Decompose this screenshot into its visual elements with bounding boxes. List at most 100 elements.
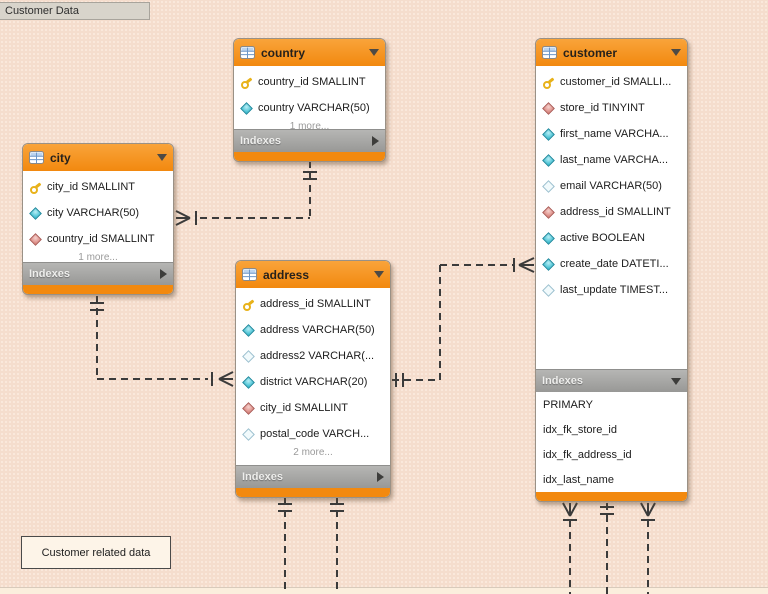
column-label: customer_id SMALLI... (560, 76, 672, 88)
column-row[interactable]: district VARCHAR(20) (236, 369, 390, 395)
primary-key-icon (542, 76, 554, 89)
column-label: city VARCHAR(50) (47, 207, 140, 219)
relationship-address-city[interactable] (90, 296, 234, 387)
foreign-key-icon (542, 102, 554, 114)
note-label: Customer related data (41, 546, 151, 559)
indexes-bar[interactable]: Indexes (536, 369, 687, 392)
table-city[interactable]: city city_id SMALLINT city VARCHAR(50) cou… (22, 143, 174, 295)
column-row[interactable]: address2 VARCHAR(... (236, 343, 390, 369)
nullable-icon (542, 180, 554, 192)
table-customer[interactable]: customer customer_id SMALLI... store_id T… (535, 38, 688, 502)
relationship-customer-address[interactable] (392, 257, 535, 387)
indexes-bar[interactable]: Indexes (236, 465, 390, 488)
collapse-arrow-icon[interactable] (374, 271, 384, 278)
column-label: district VARCHAR(20) (260, 376, 368, 388)
indexes-expand-icon[interactable] (671, 377, 681, 385)
column-row[interactable]: country_id SMALLINT (23, 226, 173, 252)
column-label: postal_code VARCH... (260, 428, 370, 440)
relationship-city-country[interactable] (175, 161, 317, 226)
table-icon (240, 46, 255, 59)
index-row[interactable]: idx_fk_store_id (543, 423, 617, 436)
columns-list: customer_id SMALLI... store_id TINYINT fir… (536, 66, 687, 369)
index-row[interactable]: idx_last_name (543, 473, 614, 486)
column-row[interactable]: city_id SMALLINT (23, 174, 173, 200)
table-footer (236, 488, 390, 497)
table-header[interactable]: city (23, 144, 173, 171)
column-label: last_update TIMEST... (560, 284, 669, 296)
table-address[interactable]: address address_id SMALLINT address VARCH… (235, 260, 391, 498)
columns-list: address_id SMALLINT address VARCHAR(50) ad… (236, 288, 390, 465)
not-null-icon (542, 258, 554, 270)
collapse-arrow-icon[interactable] (157, 154, 167, 161)
diagram-note[interactable]: Customer related data (21, 536, 171, 569)
column-row[interactable]: active BOOLEAN (536, 225, 687, 251)
more-columns-label[interactable]: 1 more... (289, 121, 330, 129)
table-icon (542, 46, 557, 59)
column-row[interactable]: create_date DATETI... (536, 251, 687, 277)
indexes-label: Indexes (29, 268, 70, 280)
indexes-bar[interactable]: Indexes (23, 262, 173, 285)
collapse-arrow-icon[interactable] (369, 49, 379, 56)
table-name: country (261, 45, 306, 60)
column-label: city_id SMALLINT (47, 181, 136, 193)
indexes-bar[interactable]: Indexes (234, 129, 385, 152)
relationship-customer-below-3[interactable] (640, 502, 656, 594)
collapse-arrow-icon[interactable] (671, 49, 681, 56)
more-columns-label[interactable]: 2 more... (293, 447, 333, 458)
tab-customer-data[interactable]: Customer Data (0, 2, 150, 20)
column-row[interactable]: last_update TIMEST... (536, 277, 687, 303)
column-row[interactable]: address VARCHAR(50) (236, 317, 390, 343)
relationship-address-below-2[interactable] (330, 498, 344, 594)
column-label: store_id TINYINT (560, 102, 645, 114)
indexes-expand-icon[interactable] (160, 269, 167, 279)
column-row[interactable]: address_id SMALLINT (236, 291, 390, 317)
index-row[interactable]: PRIMARY (543, 398, 593, 411)
column-label: email VARCHAR(50) (560, 180, 662, 192)
indexes-label: Indexes (542, 375, 583, 387)
foreign-key-icon (542, 206, 554, 218)
column-row[interactable]: customer_id SMALLI... (536, 69, 687, 95)
column-row[interactable]: last_name VARCHA... (536, 147, 687, 173)
table-footer (234, 152, 385, 161)
column-row[interactable]: address_id SMALLINT (536, 199, 687, 225)
table-name: city (50, 150, 71, 165)
indexes-expand-icon[interactable] (372, 136, 379, 146)
table-name: customer (563, 45, 618, 60)
more-columns-label[interactable]: 1 more... (78, 252, 118, 262)
columns-list: city_id SMALLINT city VARCHAR(50) country_… (23, 171, 173, 262)
column-row[interactable]: city_id SMALLINT (236, 395, 390, 421)
indexes-label: Indexes (242, 471, 283, 483)
table-icon (29, 151, 44, 164)
page-boundary (0, 587, 768, 594)
indexes-expand-icon[interactable] (377, 472, 384, 482)
nullable-icon (542, 284, 554, 296)
not-null-icon (542, 128, 554, 140)
column-row[interactable]: city VARCHAR(50) (23, 200, 173, 226)
column-label: address VARCHAR(50) (260, 324, 375, 336)
not-null-icon (242, 376, 254, 388)
nullable-icon (242, 350, 254, 362)
column-row[interactable]: country_id SMALLINT (234, 69, 385, 95)
table-header[interactable]: country (234, 39, 385, 66)
tab-label: Customer Data (5, 5, 79, 17)
column-row[interactable]: postal_code VARCH... (236, 421, 390, 447)
relationship-customer-below-2[interactable] (600, 503, 614, 594)
table-header[interactable]: address (236, 261, 390, 288)
column-row[interactable]: country VARCHAR(50) (234, 95, 385, 121)
index-row[interactable]: idx_fk_address_id (543, 448, 632, 461)
not-null-icon (542, 232, 554, 244)
column-row[interactable]: store_id TINYINT (536, 95, 687, 121)
column-row[interactable]: first_name VARCHA... (536, 121, 687, 147)
column-row[interactable]: email VARCHAR(50) (536, 173, 687, 199)
relationship-address-below-1[interactable] (278, 498, 292, 594)
not-null-icon (242, 324, 254, 336)
table-footer (23, 285, 173, 294)
table-header[interactable]: customer (536, 39, 687, 66)
table-icon (242, 268, 257, 281)
relationship-customer-below-1[interactable] (562, 502, 578, 594)
